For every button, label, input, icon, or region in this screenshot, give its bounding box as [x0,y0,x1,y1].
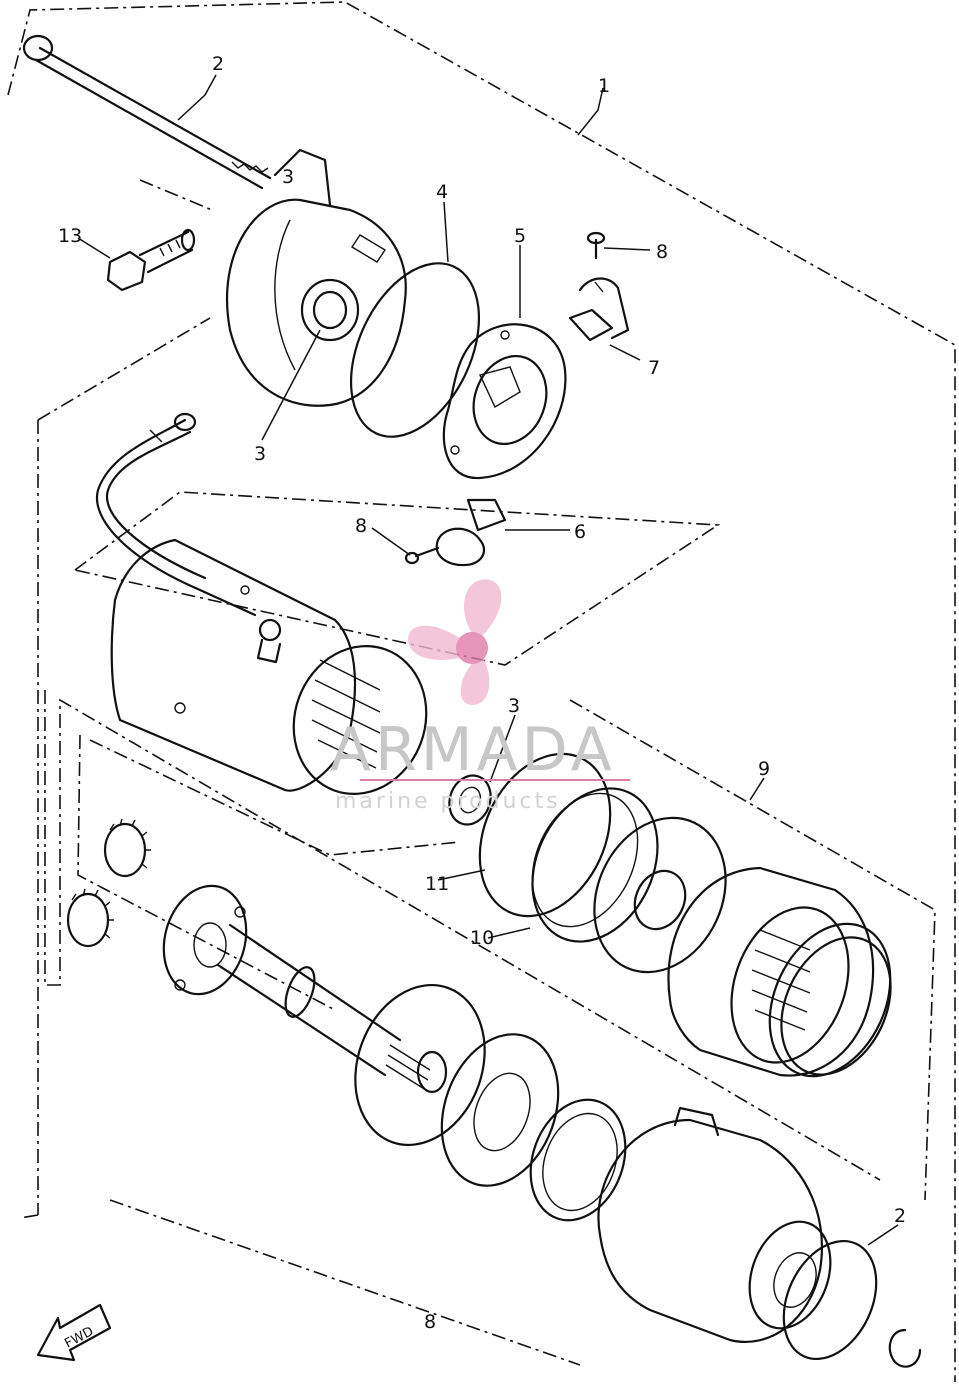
armature-shaft [162,884,448,1094]
callout-label: 3 [508,695,520,717]
bearing-plate [593,816,727,974]
assembly-boundary-outer [7,1,956,1382]
callout-label: 3 [254,443,266,465]
o-ring-lower [782,1239,878,1361]
callout-labels: 1 2 2 3 3 3 4 5 6 7 8 8 8 9 10 11 13 [58,53,906,1333]
fwd-label: FWD [62,1324,96,1351]
screw-middle [404,546,440,565]
watermark-tagline: marine products [335,789,561,814]
front-cover [597,1106,832,1343]
yoke-housing [110,538,428,796]
shim-ring-1 [354,983,486,1147]
lead-wire [95,412,257,617]
armada-watermark: ARMADA marine products [330,579,630,814]
leader-lines [77,74,899,1246]
callout-label: 8 [355,515,367,537]
callout-label: 10 [470,927,494,949]
callout-label: 1 [598,75,610,97]
brush-holder-terminal [435,498,507,567]
circlip [888,1328,922,1368]
seal-ring [478,752,612,918]
rear-cover [225,148,407,407]
callout-label: 8 [424,1311,436,1333]
brush-holder-plate [442,323,567,480]
callout-label: 6 [574,521,586,543]
brush-holder-group-boundary [74,491,721,666]
callout-label: 5 [514,225,526,247]
callout-label: 13 [58,225,82,247]
callout-label: 8 [656,241,668,263]
shim-ring-3 [529,1098,627,1222]
pinion-gear-2 [66,888,114,948]
armature-group-boundary [44,690,936,1366]
shim-ring-2 [440,1033,560,1187]
fwd-arrow: FWD [36,1303,112,1362]
callout-label: 7 [648,357,660,379]
callout-label: 4 [436,181,448,203]
pinion-gear-1 [103,818,151,878]
washer-small [448,774,492,826]
front-housing [667,866,892,1078]
ring-plate [531,787,659,943]
watermark-brand: ARMADA [330,715,616,785]
screw-top [586,231,606,260]
through-bolt [22,34,272,190]
callout-label: 2 [212,53,224,75]
brush-set [568,277,630,342]
o-ring [349,262,481,438]
callout-label: 3 [282,166,294,188]
callout-label: 9 [758,758,770,780]
callout-label: 2 [894,1205,906,1227]
mounting-bolt [106,228,196,292]
callout-label: 11 [425,873,449,895]
propeller-logo-icon [407,579,502,705]
